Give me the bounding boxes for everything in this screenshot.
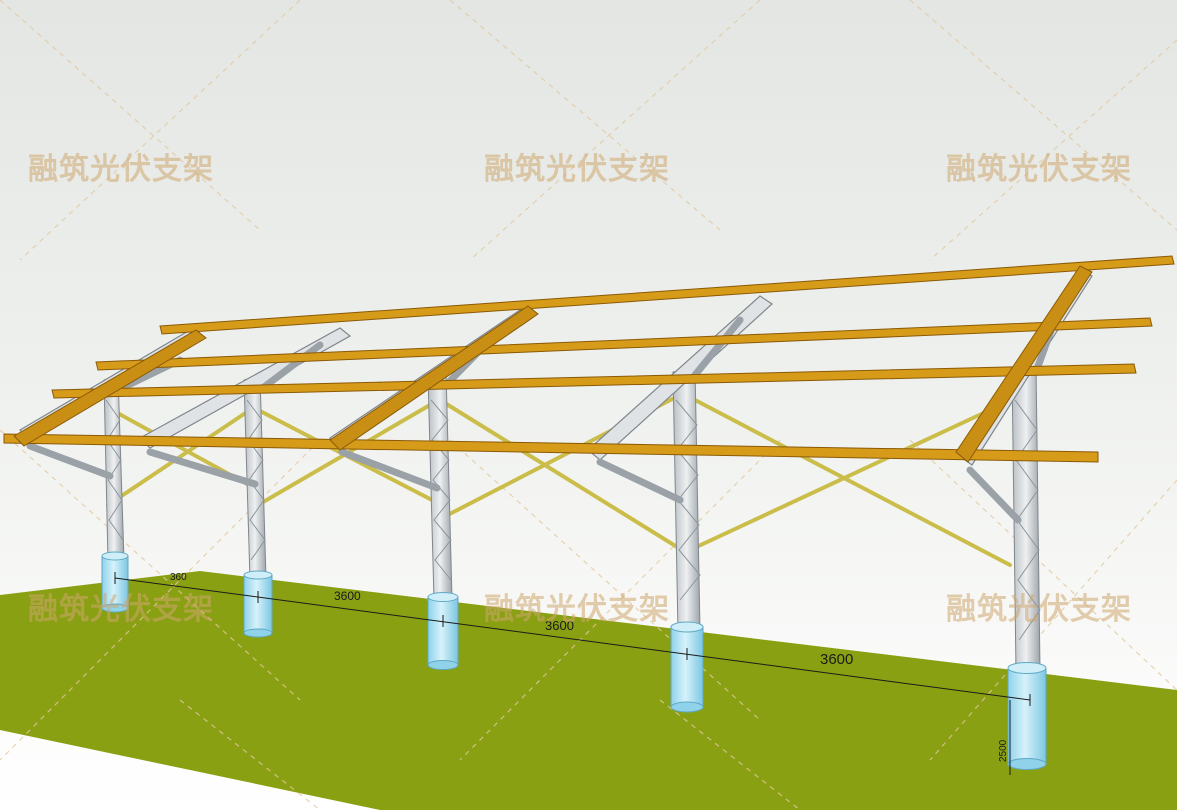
foundation-2	[243, 570, 273, 638]
dimension-line	[114, 572, 1031, 775]
foundation-piles	[101, 551, 1047, 770]
dimension-span-3: 3600	[820, 651, 853, 668]
dimension-vertical: 2500	[998, 739, 1009, 762]
foundation-4	[670, 621, 704, 713]
purlin-upper	[95, 317, 1153, 371]
cross-braces	[106, 393, 1012, 567]
ground-plane	[0, 571, 1177, 810]
dimension-span-2: 3600	[545, 618, 574, 633]
dimension-span-1: 3600	[334, 589, 361, 603]
purlin-lower	[51, 363, 1137, 399]
foundation-3	[427, 592, 459, 670]
purlin-top	[159, 255, 1175, 335]
support-columns	[103, 363, 1041, 673]
dimension-small: 360	[170, 572, 187, 583]
purlin-bottom	[3, 433, 1099, 463]
column-1	[103, 375, 125, 563]
purlin-rails	[3, 255, 1175, 463]
foundation-5	[1007, 662, 1047, 770]
dimension-labels: 360 3600 3600 3600 2500	[170, 572, 1009, 762]
